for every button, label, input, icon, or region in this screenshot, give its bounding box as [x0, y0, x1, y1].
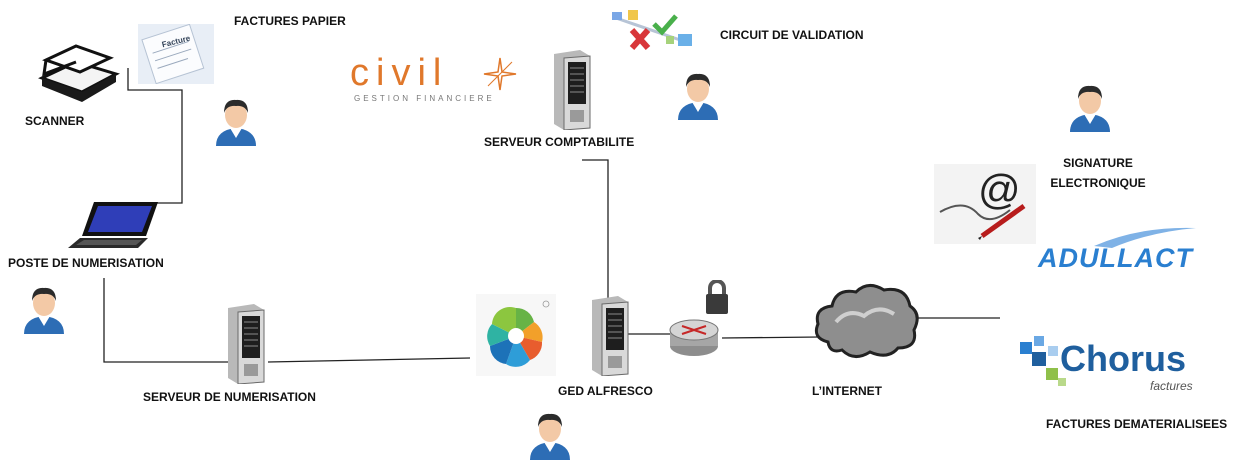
civil-logo: civil GESTION FINANCIERE: [350, 52, 530, 108]
civil-logo-subtitle: GESTION FINANCIERE: [354, 94, 495, 103]
internet-cloud-icon: [810, 278, 922, 364]
scanner-to-poste-line: [127, 68, 183, 204]
label-poste-numerisation: POSTE DE NUMERISATION: [8, 256, 164, 270]
adullact-swoosh-icon: [1094, 227, 1196, 248]
svg-text:@: @: [978, 166, 1021, 213]
civil-star-icon: [483, 57, 517, 91]
user-icon: [1066, 82, 1114, 132]
poste-to-serveur-line: [103, 278, 230, 363]
compta-to-ged-line: [582, 159, 609, 300]
label-ged-alfresco: GED ALFRESCO: [558, 384, 653, 398]
user-icon: [20, 284, 68, 334]
chorus-logo-subtitle: factures: [1150, 379, 1193, 393]
label-serveur-comptabilite: SERVEUR COMPTABILITE: [484, 135, 635, 149]
server-icon: [224, 302, 268, 384]
label-serveur-numerisation: SERVEUR DE NUMERISATION: [143, 390, 316, 404]
adullact-logo-text: ADULLACT: [1038, 243, 1193, 273]
user-icon: [674, 70, 722, 120]
user-icon: [526, 410, 574, 460]
validation-flow-icon: [610, 8, 694, 58]
label-scanner: SCANNER: [25, 114, 85, 128]
user-icon: [212, 96, 260, 146]
router-to-internet-line: [721, 336, 821, 339]
serveur-to-alfresco-line: [267, 357, 471, 363]
civil-logo-text: civil: [350, 52, 449, 94]
scanner-icon: [36, 40, 120, 104]
alfresco-logo-icon: [476, 294, 556, 376]
chorus-mosaic-icon: [1020, 336, 1066, 386]
label-factures-dematerialisees: FACTURES DEMATERIALISEES: [1046, 417, 1228, 431]
label-signature-line2: ELECTRONIQUE: [1050, 176, 1146, 190]
paper-invoices-image: Facture: [138, 24, 214, 84]
router-firewall-icon: [666, 280, 738, 364]
label-signature-line1: SIGNATURE: [1063, 156, 1133, 170]
label-factures-papier: FACTURES PAPIER: [234, 14, 346, 28]
label-circuit-validation: CIRCUIT DE VALIDATION: [720, 28, 864, 42]
laptop-icon: [66, 200, 162, 252]
label-internet: L’INTERNET: [812, 384, 883, 398]
server-icon: [588, 294, 632, 376]
server-icon: [550, 48, 594, 130]
email-signature-icon: @: [934, 164, 1036, 244]
chorus-logo-text: Chorus: [1060, 338, 1186, 379]
